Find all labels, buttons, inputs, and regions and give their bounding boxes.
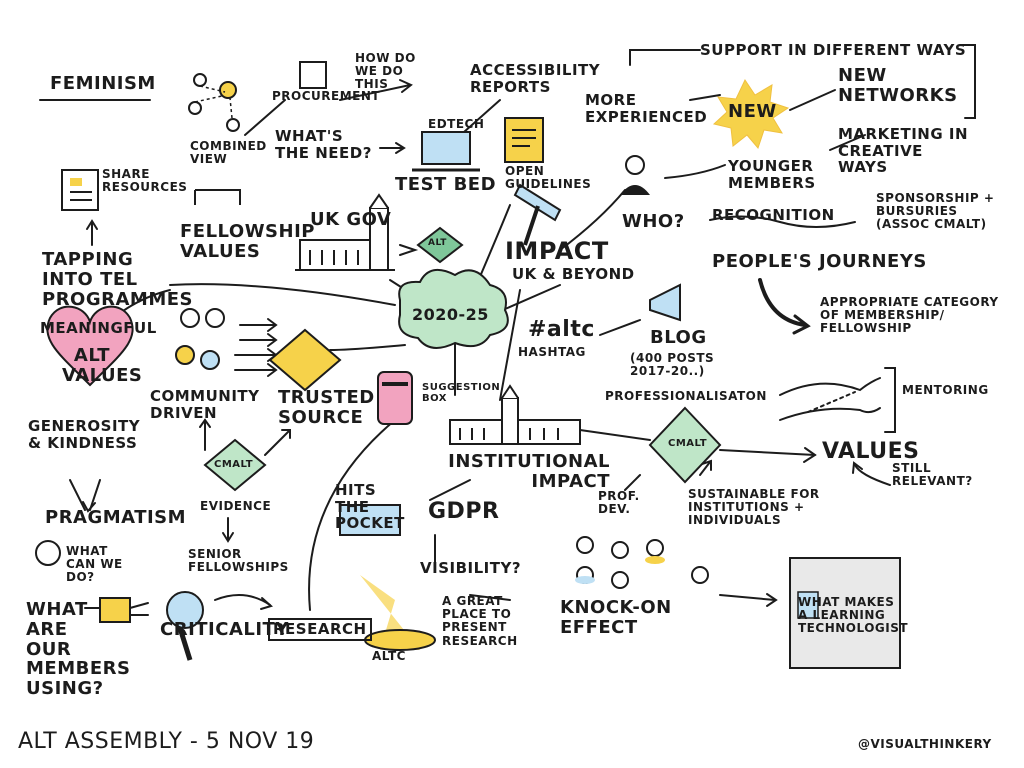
hits-the-pocket-label: HITS THE POCKET — [335, 481, 405, 532]
feminism-title: Feminism — [50, 73, 156, 94]
cmalt-right-label: CMALT — [668, 438, 708, 449]
sponsorship-label: SPONSORSHIP + BURSURIES (ASSOC CMALT) — [876, 191, 995, 232]
footer-event-label: ALT ASSEMBLY - 5 NOV 19 — [18, 729, 315, 754]
open-guidelines-label: OPEN GUIDELINES — [505, 164, 592, 192]
fellowship-values-label: FELLOWSHIP VALUES — [180, 221, 315, 262]
support-different-ways-label: SUPPORT IN DIFFERENT WAYS — [700, 41, 967, 59]
visibility-label: VISIBILITY? — [420, 559, 522, 577]
institutional-impact-label: INSTITUTIONAL IMPACT — [448, 451, 610, 492]
uk-gov-label: UK GOV — [310, 209, 392, 230]
tapping-tel-label: TAPPING INTO TEL PROGRAMMES — [42, 249, 194, 310]
alt-badge-label: ALT — [428, 238, 447, 248]
who-label: WHO? — [622, 211, 685, 232]
values-label: VALUES — [822, 439, 920, 464]
pragmatism-label: PRAGMATISM — [45, 507, 187, 528]
gdpr-label: GDPR — [428, 499, 500, 524]
what-makes-lt-label: WHAT MAKES A LEARNING TECHNOLOGIST — [798, 595, 909, 636]
mentoring-label: MENTORING — [902, 383, 989, 397]
edtech-label: EDTECH — [428, 117, 485, 131]
community-driven-label: COMMUNITY DRIVEN — [150, 387, 260, 422]
research-label: RESEARCH — [268, 618, 372, 641]
center-cloud-label: 2020-25 — [412, 305, 489, 324]
still-relevant-label: STILL RELEVANT? — [892, 461, 973, 489]
trusted-source-label: TRUSTED SOURCE — [278, 387, 375, 428]
more-experienced-label: MORE EXPERIENCED — [585, 91, 708, 126]
how-do-we-do-this-label: HOW DO WE DO THIS — [355, 51, 416, 92]
senior-fellowships-label: SENIOR FELLOWSHIPS — [188, 547, 289, 575]
what-are-members-using-label: WHAT ARE OUR MEMBERS USING? — [26, 599, 131, 700]
uk-beyond-label: UK & BEYOND — [512, 265, 635, 283]
recognition-label: RECOGNITION — [712, 206, 835, 224]
prof-dev-label: PROF. DEV. — [598, 489, 640, 517]
altc-hashtag-label: #altc — [528, 317, 595, 342]
suggestion-box-label: SUGGESTION BOX — [422, 382, 501, 404]
center-cloud — [398, 268, 509, 349]
alt-values-heart-label: ALT VALUES — [62, 345, 143, 386]
meaningful-label: MEANINGFUL — [40, 319, 157, 337]
generosity-kindness-label: GENEROSITY & KINDNESS — [28, 417, 141, 452]
footer-author-label: @VISUALTHINKERY — [858, 737, 992, 751]
appropriate-category-label: APPROPRIATE CATEGORY OF MEMBERSHIP/ FELL… — [820, 295, 999, 336]
altc-stage-label: ALTC — [372, 649, 406, 663]
accessibility-reports-label: ACCESSIBILITY REPORTS — [470, 61, 601, 96]
combined-view-label: COMBINED VIEW — [190, 139, 267, 167]
procurement-label: PROCUREMENT — [272, 89, 381, 103]
evidence-label: EVIDENCE — [200, 499, 272, 513]
share-resources-label: SHARE RESOURCES — [102, 167, 188, 195]
blog-label: BLOG — [650, 327, 707, 348]
new-starburst-label: NEW — [728, 101, 777, 122]
marketing-creative-label: MARKETING IN CREATIVE WAYS — [838, 125, 968, 176]
hashtag-caption-label: HASHTAG — [518, 345, 586, 359]
what-can-we-do-label: WHAT CAN WE DO? — [66, 544, 123, 585]
great-place-label: A GREAT PLACE TO PRESENT RESEARCH — [442, 594, 518, 648]
new-networks-label: NEW NETWORKS — [838, 65, 958, 106]
knock-on-effect-label: KNOCK-ON EFFECT — [560, 597, 672, 638]
professionalisation-label: PROFESSIONALISATON — [605, 389, 767, 403]
cmalt-left-label: CMALT — [214, 459, 254, 470]
peoples-journeys-label: PEOPLE'S JOURNEYS — [712, 251, 927, 272]
test-bed-label: TEST BED — [395, 174, 497, 195]
impact-label: IMPACT — [505, 237, 609, 265]
younger-members-label: YOUNGER MEMBERS — [728, 157, 816, 192]
sustainable-label: SUSTAINABLE FOR INSTITUTIONS + INDIVIDUA… — [688, 487, 820, 528]
whats-the-need-label: WHAT'S THE NEED? — [275, 127, 372, 162]
criticality-label: CRITICALITY — [160, 619, 289, 640]
blog-detail-label: (400 POSTS 2017-20..) — [630, 351, 715, 379]
